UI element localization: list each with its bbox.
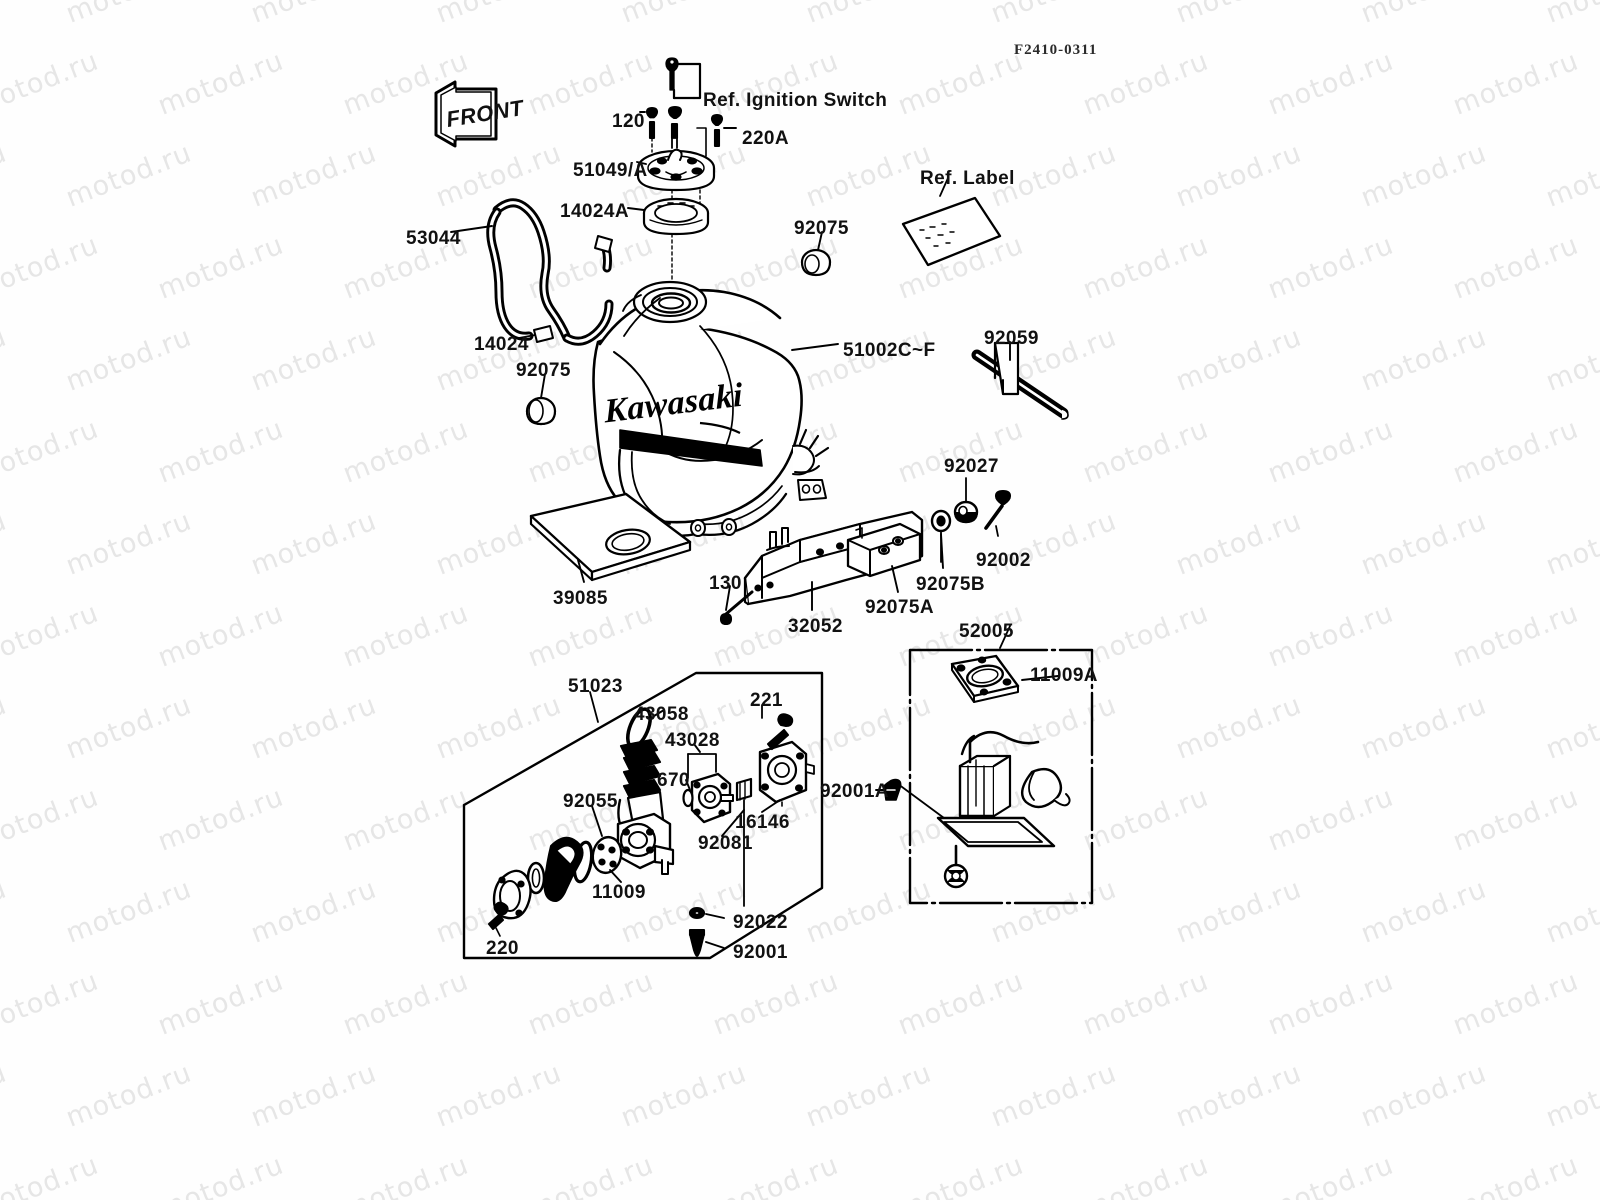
part-grommet-92075-top bbox=[800, 248, 832, 277]
callout-52005: 52005 bbox=[959, 621, 1014, 642]
leader-lines bbox=[450, 111, 1059, 949]
screw-220A bbox=[710, 113, 724, 148]
leader-52005 bbox=[999, 625, 1011, 649]
callout-92075-left: 92075 bbox=[516, 360, 571, 381]
part-cover-16146 bbox=[758, 740, 815, 807]
part-ref-label-plate bbox=[901, 196, 1002, 267]
callout-92001: 92001 bbox=[733, 942, 788, 963]
kawasaki-logo: Kawasaki bbox=[603, 376, 744, 431]
leader-51023 bbox=[589, 691, 599, 723]
part-tube-92059 bbox=[971, 341, 1069, 420]
callout-16146: 16146 bbox=[735, 812, 790, 833]
callout-11009A: 11009A bbox=[1030, 665, 1098, 686]
callout-220A: 220A bbox=[742, 128, 790, 149]
box-52005 bbox=[908, 648, 1094, 905]
kawasaki-logo-swoosh bbox=[699, 421, 741, 434]
part-fuel-cap-51049A bbox=[636, 137, 716, 192]
box-51023 bbox=[462, 671, 824, 960]
callout-92075A: 92075A bbox=[865, 597, 934, 618]
part-tap-lever bbox=[543, 836, 584, 902]
front-arrow-label: FRONT bbox=[444, 95, 526, 132]
part-fuel-tap-body bbox=[616, 738, 675, 875]
callout-39085: 39085 bbox=[553, 588, 608, 609]
part-tank-pad-39085 bbox=[529, 492, 692, 582]
screw-cap-center bbox=[667, 105, 683, 140]
ref-label-label: Ref. Label bbox=[920, 168, 1015, 189]
part-tank-seal-53044 bbox=[486, 198, 614, 346]
callout-11009: 11009 bbox=[592, 882, 646, 903]
callout-51023: 51023 bbox=[568, 676, 623, 697]
ignition-bracket-line bbox=[672, 62, 702, 100]
callout-92075-top: 92075 bbox=[794, 218, 849, 239]
part-oring-670 bbox=[682, 788, 694, 808]
callout-32052: 32052 bbox=[788, 616, 843, 637]
callout-53044: 53044 bbox=[406, 228, 461, 249]
callout-92002: 92002 bbox=[976, 550, 1031, 571]
callout-92075B: 92075B bbox=[916, 574, 985, 595]
callout-220: 220 bbox=[486, 938, 519, 959]
callout-51002CF: 51002C~F bbox=[843, 340, 936, 361]
callout-120: 120 bbox=[612, 111, 645, 132]
part-bolt-92001A bbox=[883, 778, 945, 819]
part-sleeve-92081 bbox=[735, 777, 753, 907]
part-screw-221 bbox=[761, 704, 794, 751]
callout-92059: 92059 bbox=[984, 328, 1039, 349]
part-diaphragm-43028 bbox=[687, 753, 734, 824]
drawing-code: F2410-0311 bbox=[1014, 42, 1098, 58]
callout-92027: 92027 bbox=[944, 456, 999, 477]
callout-670: 670 bbox=[657, 770, 690, 791]
callout-92055: 92055 bbox=[563, 791, 618, 812]
front-arrow-badge bbox=[434, 80, 498, 148]
part-cap-seat-14024A bbox=[642, 197, 710, 236]
part-bolt-130 bbox=[719, 590, 754, 626]
callout-92022: 92022 bbox=[733, 912, 788, 933]
part-washer-92022 bbox=[688, 906, 706, 920]
callout-130: 130 bbox=[709, 573, 742, 594]
screw-120 bbox=[645, 106, 659, 140]
callout-14024: 14024 bbox=[474, 334, 529, 355]
callout-92081: 92081 bbox=[698, 833, 753, 854]
callout-43058: 43058 bbox=[634, 704, 689, 725]
callout-14024A: 14024A bbox=[560, 201, 629, 222]
part-gasket-11009A bbox=[950, 654, 1020, 703]
part-fuel-pump-body bbox=[936, 730, 1071, 889]
callout-51049A: 51049/A bbox=[573, 160, 648, 181]
part-bracket-32052 bbox=[743, 510, 924, 606]
ref-label-leader bbox=[939, 177, 949, 197]
callout-221: 221 bbox=[750, 690, 783, 711]
part-bolt-92001 bbox=[688, 928, 706, 958]
callout-43028: 43028 bbox=[665, 730, 720, 751]
part-bolt-92002 bbox=[984, 489, 1012, 537]
part-ring-small bbox=[526, 861, 546, 895]
part-collar-92027 bbox=[953, 477, 979, 524]
part-gasket-11009 bbox=[591, 835, 623, 875]
ignition-switch-key bbox=[665, 57, 679, 91]
part-screw-220 bbox=[487, 901, 509, 937]
part-fuel-tank-51002 bbox=[592, 280, 830, 537]
ref-ignition-switch-label: Ref. Ignition Switch bbox=[703, 90, 888, 111]
callout-92001A: 92001A bbox=[820, 781, 889, 802]
